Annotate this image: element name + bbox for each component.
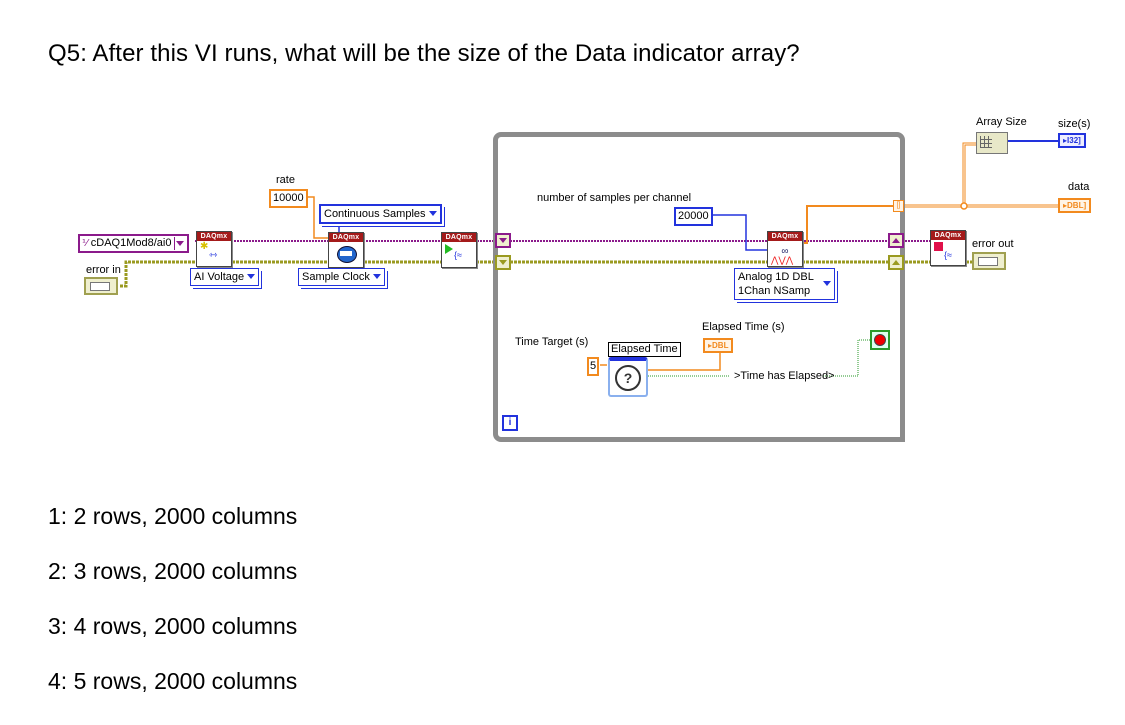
stop-bool-wire xyxy=(823,339,870,377)
error-tunnel-in xyxy=(495,255,511,270)
timing-type-value: Sample Clock xyxy=(302,271,370,283)
error-tunnel-out xyxy=(888,255,904,270)
rate-label: rate xyxy=(276,174,295,186)
elapsed-time-wire xyxy=(648,352,721,371)
channel-type-selector[interactable]: AI Voltage xyxy=(190,268,260,286)
read-mode-selector[interactable]: Analog 1D DBL 1Chan NSamp xyxy=(734,268,835,300)
stop-condition-terminal[interactable] xyxy=(870,330,890,350)
answer-option-1[interactable]: 1: 2 rows, 2000 columns xyxy=(48,503,298,529)
samples-wire xyxy=(710,214,767,251)
dropdown-arrow-icon[interactable] xyxy=(372,274,381,279)
task-tunnel-out xyxy=(888,233,904,248)
daqmx-clear-task-vi[interactable]: DAQmx {≈ xyxy=(930,230,966,266)
start-icon: {≈ xyxy=(442,242,476,267)
error-out-label: error out xyxy=(972,238,1014,250)
physical-channel-value: cDAQ1Mod8/ai0 xyxy=(90,237,172,249)
channel-icon: ⅟ xyxy=(82,238,88,249)
size-indicator: ▸I32] xyxy=(1058,133,1086,148)
vi-header: DAQmx xyxy=(329,233,363,242)
answer-option-2[interactable]: 2: 3 rows, 2000 columns xyxy=(48,558,298,584)
daqmx-create-channel-vi[interactable]: DAQmx ✱ ⇿ xyxy=(196,231,232,267)
vi-header: DAQmx xyxy=(768,232,802,241)
wires xyxy=(120,140,1058,377)
data-label: data xyxy=(1068,181,1090,193)
dropdown-arrow-icon[interactable] xyxy=(822,281,831,286)
time-target-constant[interactable]: 5 xyxy=(587,357,600,376)
array-size-label: Array Size xyxy=(976,116,1027,128)
clear-task-icon: {≈ xyxy=(931,240,965,265)
read-mode-line1: Analog 1D DBL xyxy=(738,271,814,283)
answer-option-4[interactable]: 4: 5 rows, 2000 columns xyxy=(48,668,298,694)
elapsed-time-node-label: Elapsed Time xyxy=(608,342,681,357)
read-mode-line2: 1Chan NSamp xyxy=(738,285,811,297)
answer-option-3[interactable]: 3: 4 rows, 2000 columns xyxy=(48,613,298,639)
dropdown-arrow-icon[interactable] xyxy=(428,211,437,216)
sample-mode-selector[interactable]: Continuous Samples xyxy=(319,204,442,224)
data-indexing-tunnel: [] xyxy=(893,200,904,212)
task-tunnel-in xyxy=(495,233,511,248)
array-size-wire xyxy=(962,142,976,206)
i32-tag: I32 xyxy=(1067,136,1079,145)
rate-wire xyxy=(307,196,330,239)
vi-header: DAQmx xyxy=(931,231,965,240)
samples-per-channel-label: number of samples per channel xyxy=(537,192,692,204)
sample-mode-value: Continuous Samples xyxy=(324,208,426,220)
data-wire xyxy=(802,205,893,244)
read-icon: ∞ ⋀⋁⋀ xyxy=(771,246,794,265)
rate-constant[interactable]: 10000 xyxy=(269,189,308,208)
size-label: size(s) xyxy=(1058,118,1091,130)
daqmx-timing-vi[interactable]: DAQmx xyxy=(328,232,364,268)
time-target-label: Time Target (s) xyxy=(515,336,589,348)
array-size-wire-core xyxy=(963,143,976,206)
timing-type-selector[interactable]: Sample Clock xyxy=(298,268,385,286)
daqmx-start-task-vi[interactable]: DAQmx {≈ xyxy=(441,232,477,268)
stop-icon xyxy=(874,334,886,346)
create-channel-icon: ✱ ⇿ xyxy=(200,241,218,261)
vi-header: DAQmx xyxy=(197,232,231,241)
channel-type-value: AI Voltage xyxy=(194,271,245,283)
stopwatch-icon: ? xyxy=(615,365,641,391)
iteration-terminal: i xyxy=(502,415,518,431)
error-in-label: error in xyxy=(86,264,121,276)
dbl-tag: DBL xyxy=(712,341,729,350)
elapsed-time-output-label: Elapsed Time (s) xyxy=(702,321,785,333)
elapsed-time-indicator: ▸DBL xyxy=(703,338,734,353)
while-loop xyxy=(493,132,905,442)
samples-per-channel-constant[interactable]: 20000 xyxy=(674,207,713,226)
dropdown-arrow-icon[interactable] xyxy=(174,237,185,250)
elapsed-time-express-vi[interactable]: ? xyxy=(608,357,648,397)
error-cluster-icon xyxy=(978,257,998,266)
error-in-control[interactable] xyxy=(84,277,118,295)
daqmx-read-vi[interactable]: DAQmx ∞ ⋀⋁⋀ xyxy=(767,231,803,267)
time-has-elapsed-label: >Time has Elapsed> xyxy=(734,370,835,382)
data-indicator: ▸DBL] xyxy=(1058,198,1092,213)
error-cluster-icon xyxy=(90,282,110,291)
physical-channel-control[interactable]: ⅟ cDAQ1Mod8/ai0 xyxy=(78,234,190,253)
clock-icon xyxy=(329,242,363,267)
question-text: Q5: After this VI runs, what will be the… xyxy=(48,40,800,67)
vi-header: DAQmx xyxy=(442,233,476,242)
array-grid-icon xyxy=(980,136,992,148)
error-wire xyxy=(120,260,495,288)
dropdown-arrow-icon[interactable] xyxy=(247,274,256,279)
wire-junction xyxy=(960,202,968,210)
dbl-tag: DBL xyxy=(1067,201,1084,210)
error-out-indicator xyxy=(972,252,1006,270)
array-size-function[interactable] xyxy=(976,132,1008,154)
block-diagram: ⅟ cDAQ1Mod8/ai0 error in DAQmx ✱ ⇿ AI Vo… xyxy=(78,116,1092,442)
